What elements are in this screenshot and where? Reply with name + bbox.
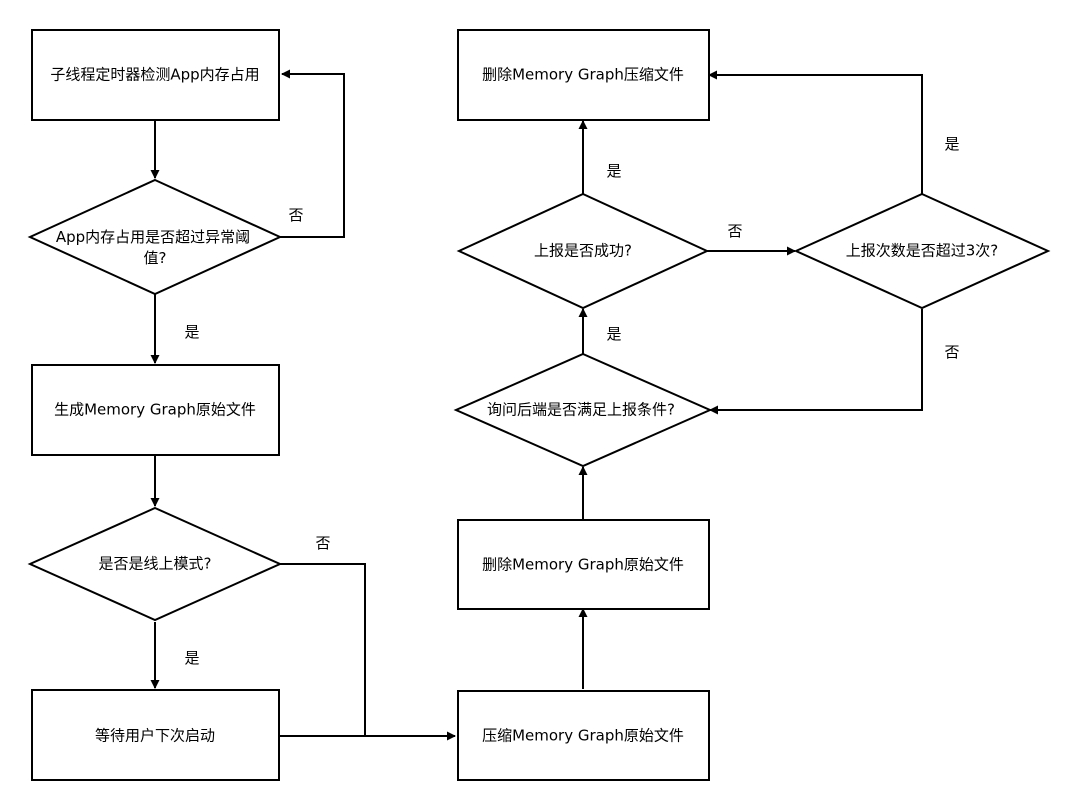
edge-d1-no-loop <box>280 69 345 238</box>
edge-label-d1-no: 否 <box>288 206 303 224</box>
node-delete-raw-graph <box>457 519 710 610</box>
edge-d5-no <box>709 309 923 415</box>
decision-upload-success <box>456 192 710 310</box>
edge-label-d1-yes: 是 <box>184 323 199 341</box>
decision-upload-conditions <box>453 352 713 468</box>
decision-upload-conditions-label: 询问后端是否满足上报条件? <box>487 401 675 419</box>
node-generate-graph-label: 生成Memory Graph原始文件 <box>54 401 256 419</box>
decision-memory-threshold <box>27 178 283 296</box>
node-delete-compressed-graph-label: 删除Memory Graph压缩文件 <box>482 66 684 84</box>
node-generate-graph <box>31 364 280 456</box>
decision-upload-retries-label: 上报次数是否超过3次? <box>846 242 999 260</box>
node-check-memory-label: 子线程定时器检测App内存占用 <box>50 66 259 84</box>
node-delete-compressed-graph <box>457 29 710 121</box>
node-wait-next-launch-label: 等待用户下次启动 <box>95 727 215 745</box>
edge-label-d3-yes: 是 <box>606 325 621 343</box>
node-compress-graph <box>457 690 710 781</box>
edge-label-d5-no: 否 <box>944 343 959 361</box>
edge-d2-no <box>280 563 366 736</box>
node-check-memory <box>31 29 280 121</box>
decision-upload-success-label: 上报是否成功? <box>534 242 632 260</box>
edge-label-d2-no: 否 <box>315 534 330 552</box>
decision-online-mode-label: 是否是线上模式? <box>99 555 212 573</box>
node-wait-next-launch <box>31 689 280 781</box>
decision-upload-retries <box>793 192 1051 310</box>
edge-label-d4-no: 否 <box>727 222 742 240</box>
edge-label-d5-yes: 是 <box>944 135 959 153</box>
decision-memory-threshold-label-line1: App内存占用是否超过异常阈 <box>56 228 250 246</box>
decision-online-mode <box>27 506 283 622</box>
edge-d5-yes <box>708 70 923 194</box>
edge-label-d2-yes: 是 <box>184 649 199 667</box>
edge-label-d4-yes: 是 <box>606 162 621 180</box>
node-compress-graph-label: 压缩Memory Graph原始文件 <box>482 727 684 745</box>
decision-memory-threshold-label-line2: 值? <box>144 249 167 267</box>
node-delete-raw-graph-label: 删除Memory Graph原始文件 <box>482 556 684 574</box>
